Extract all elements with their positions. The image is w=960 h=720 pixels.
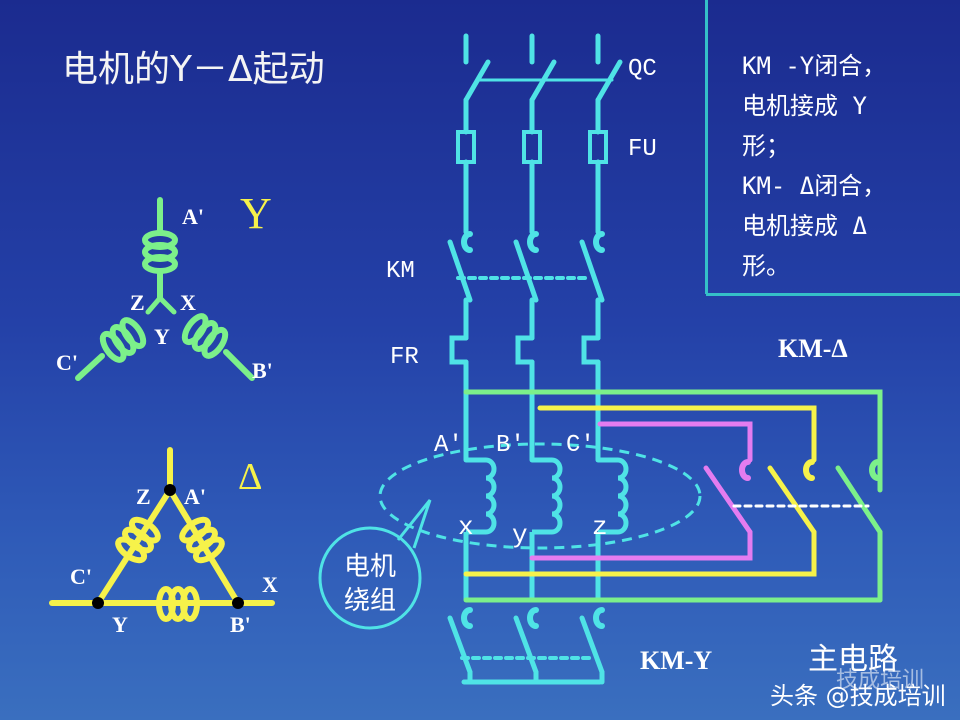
delta-label-y: Y	[112, 612, 128, 637]
info-line-4: KM- Δ闭合，	[742, 172, 887, 200]
main-circuit-label: 主电路	[808, 642, 898, 677]
label-fu: FU	[628, 136, 657, 163]
label-motor-y: y	[512, 520, 528, 550]
y-label-z: Z	[130, 290, 145, 315]
watermark: 头条 @技成培训	[770, 682, 946, 710]
label-motor-x: x	[458, 512, 474, 542]
watermark-faint: 技成培训	[836, 668, 925, 693]
info-line-6: 形。	[742, 252, 790, 280]
label-motor-z: z	[592, 512, 608, 542]
info-line-5: 电机接成 Δ	[742, 212, 867, 240]
bubble-text-2: 绕组	[344, 586, 397, 616]
info-line-2: 电机接成 Y	[742, 92, 867, 120]
bubble-text-1: 电机	[344, 552, 397, 582]
delta-label-a: A'	[184, 484, 206, 509]
info-box: KM -Y闭合， 电机接成 Y 形； KM- Δ闭合， 电机接成 Δ 形。	[706, 0, 960, 296]
delta-label-b: B'	[230, 612, 251, 637]
y-label-c: C'	[56, 350, 78, 375]
label-motor-a: A'	[434, 432, 463, 459]
info-line-1: KM -Y闭合，	[742, 52, 887, 80]
y-label-x: X	[180, 290, 196, 315]
y-label-a: A'	[182, 204, 204, 229]
winding-bubble	[318, 526, 422, 630]
main-circuit	[447, 33, 623, 463]
label-fr: FR	[390, 344, 419, 371]
label-km-delta: KM-Δ	[778, 334, 848, 363]
y-symbol: Y	[240, 189, 272, 238]
y-label-y: Y	[154, 324, 170, 349]
motor-winding-outline	[378, 442, 702, 550]
delta-symbol: Δ	[238, 456, 263, 498]
label-qc: QC	[628, 56, 657, 83]
y-connection-diagram	[75, 197, 255, 381]
label-motor-c: C'	[566, 432, 595, 459]
delta-connection-diagram	[49, 447, 275, 619]
label-km: KM	[386, 258, 415, 285]
y-label-b: B'	[252, 358, 273, 383]
delta-label-x: X	[262, 572, 278, 597]
label-motor-b: B'	[496, 432, 525, 459]
label-km-y: KM-Y	[640, 646, 713, 675]
info-line-3: 形；	[742, 132, 790, 160]
page-title: 电机的Y－Δ起动	[62, 49, 325, 90]
delta-label-c: C'	[70, 564, 92, 589]
delta-label-z: Z	[136, 484, 151, 509]
